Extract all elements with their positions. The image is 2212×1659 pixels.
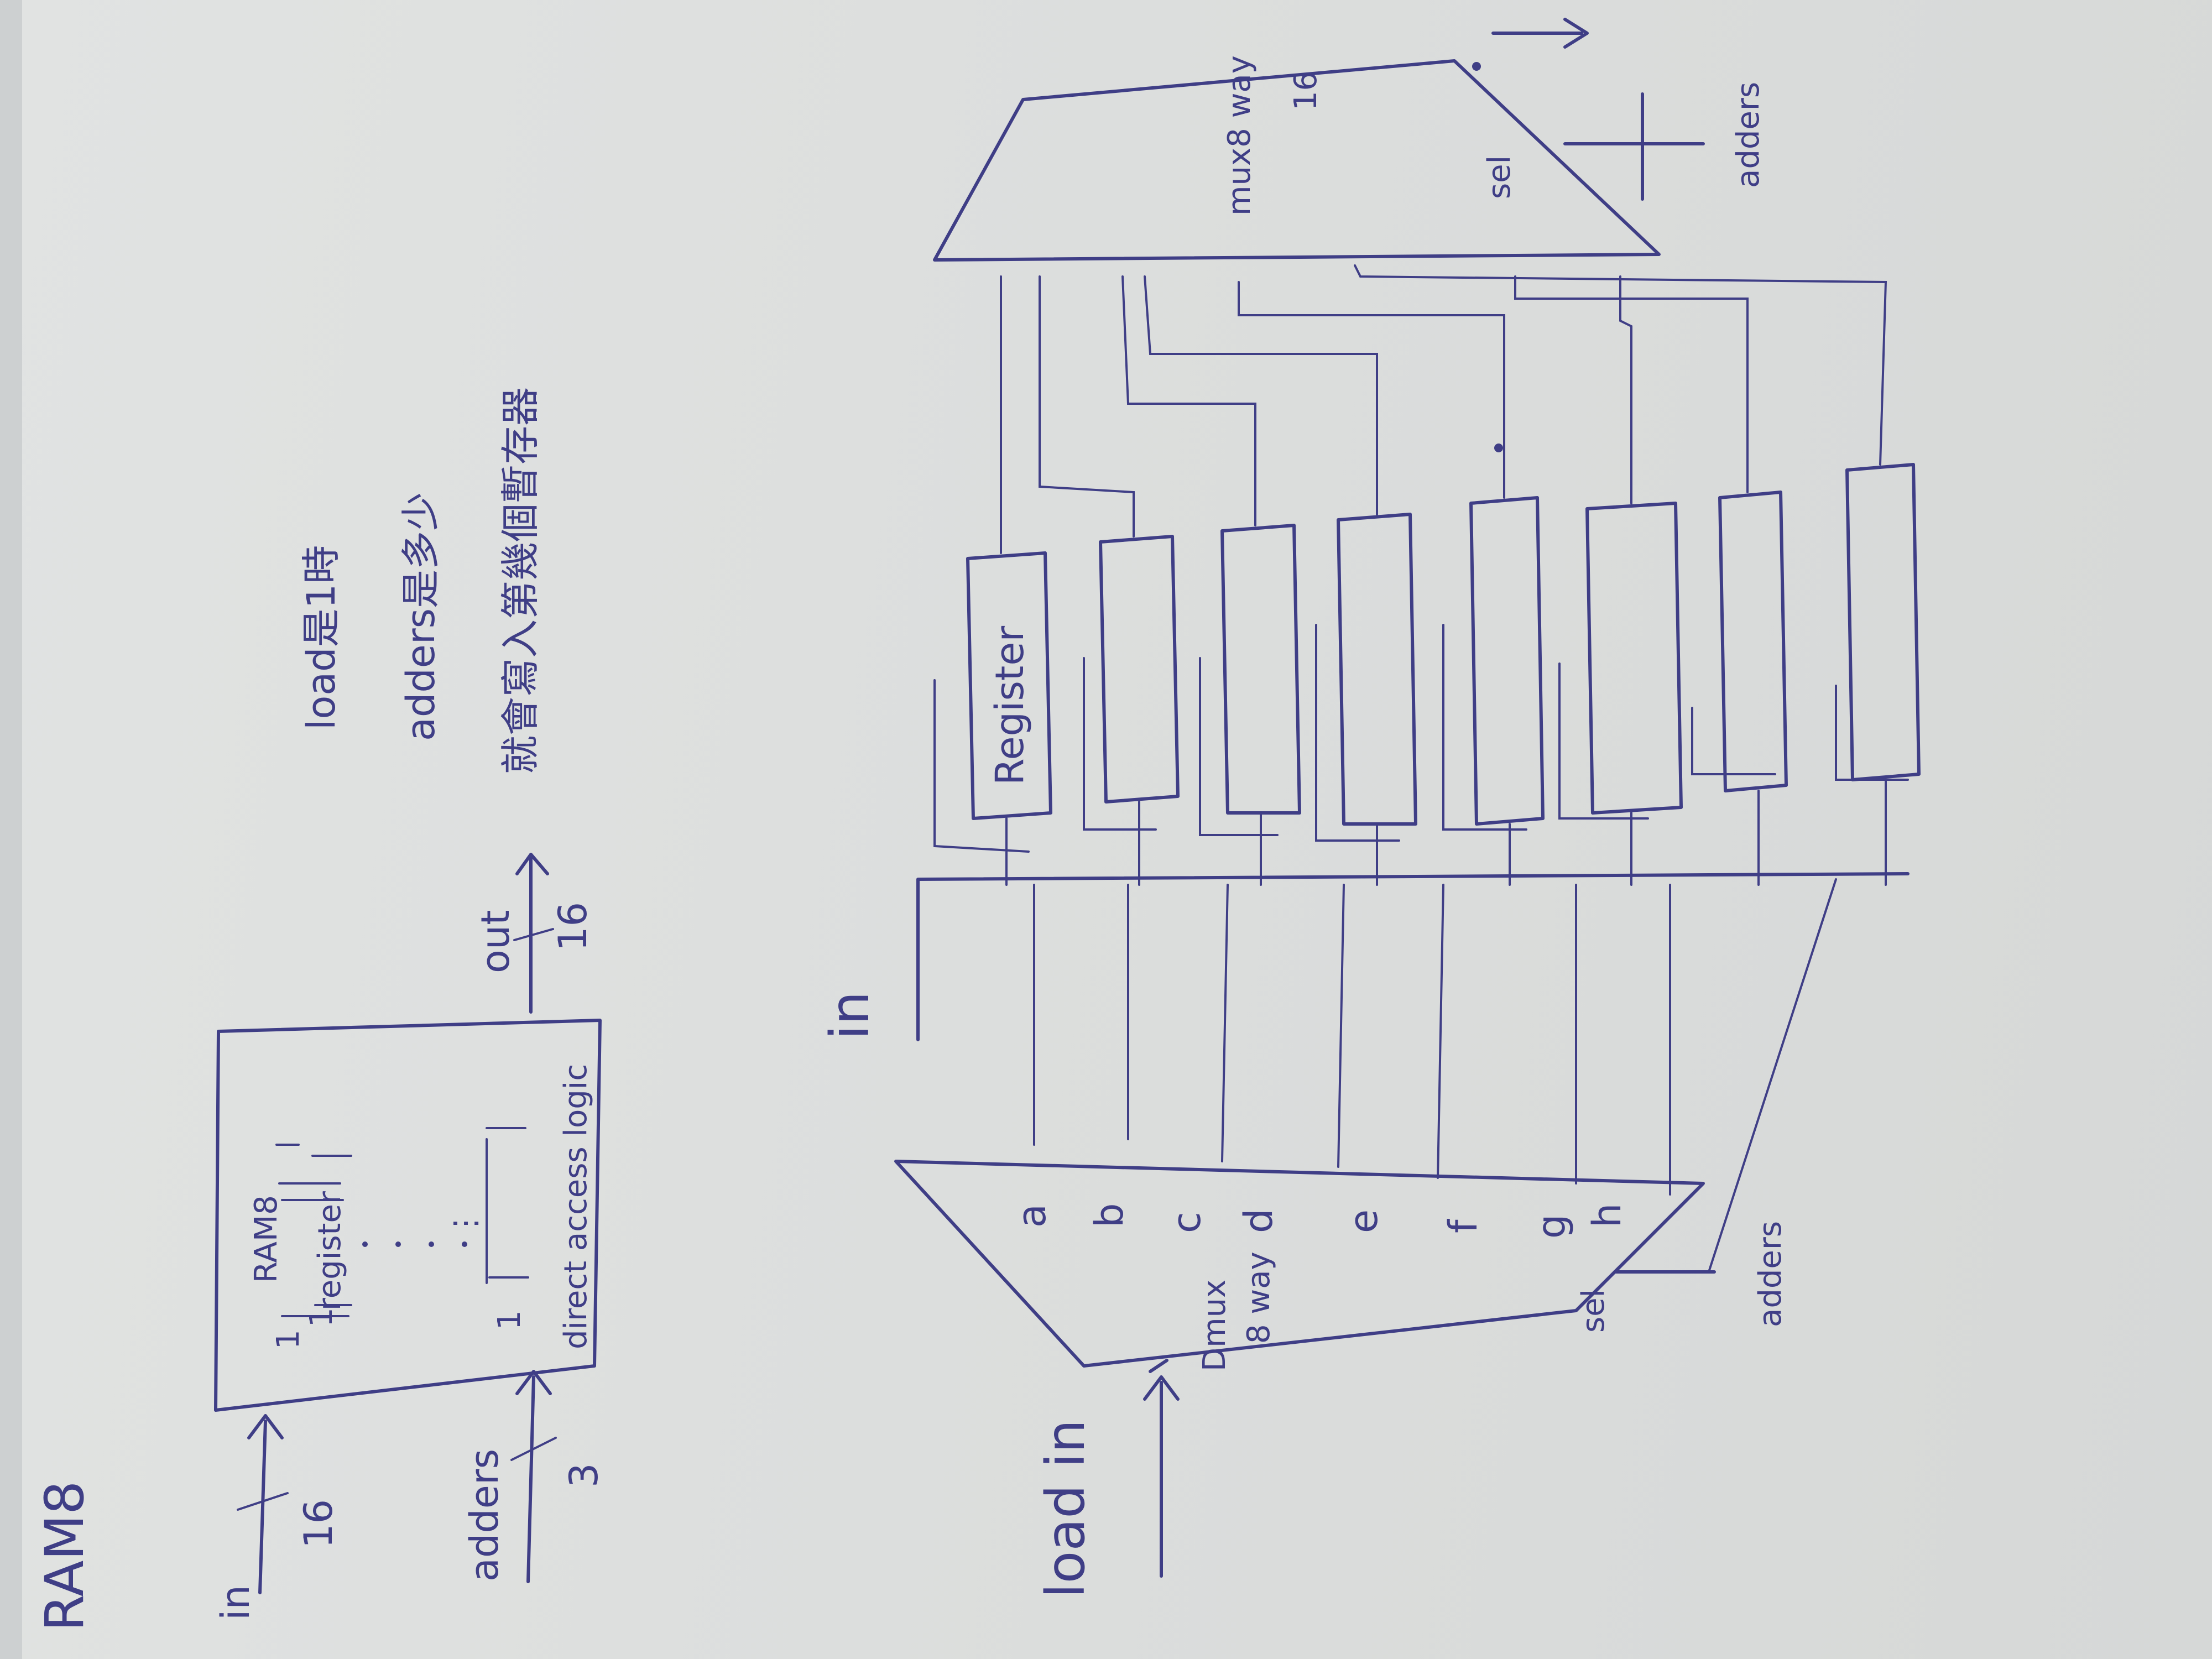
bus-label: in bbox=[819, 991, 881, 1040]
dmux-sel-input-label: adders bbox=[1752, 1221, 1788, 1327]
dmux-output-c: c bbox=[1164, 1212, 1209, 1234]
dmux-input-label: load in bbox=[1035, 1420, 1097, 1598]
register-e bbox=[1471, 498, 1543, 824]
adders-width-slash bbox=[512, 1438, 556, 1460]
svg-text:in: in bbox=[819, 991, 881, 1040]
svg-text:sel: sel bbox=[1481, 155, 1517, 199]
svg-text:c: c bbox=[1164, 1212, 1209, 1234]
dmux-to-register-wires bbox=[1034, 879, 1836, 1272]
svg-text:RAM8: RAM8 bbox=[34, 1481, 96, 1631]
svg-text:f: f bbox=[1441, 1219, 1486, 1233]
ram8-inner-label-register: register bbox=[312, 1191, 348, 1311]
svg-text:e: e bbox=[1341, 1209, 1386, 1233]
mux-label-line2: 16 bbox=[1288, 71, 1324, 111]
dmux-output-a: a bbox=[1009, 1204, 1055, 1228]
adders-input-label: adders bbox=[462, 1449, 507, 1582]
dot-4 bbox=[462, 1241, 467, 1247]
out-width-slash bbox=[514, 929, 553, 940]
svg-text:16: 16 bbox=[296, 1499, 341, 1548]
dmux-outline bbox=[896, 1161, 1703, 1366]
access-logic-lines bbox=[487, 1128, 528, 1283]
svg-text:in: in bbox=[213, 1585, 258, 1620]
note-line-3: 就會寫入第幾個暫存器 bbox=[498, 387, 543, 774]
svg-text:Dmux: Dmux bbox=[1197, 1280, 1233, 1371]
register-input-wires bbox=[935, 625, 1908, 885]
svg-text:mux8 way: mux8 way bbox=[1222, 55, 1258, 216]
mux-label-line1: mux8 way bbox=[1222, 55, 1258, 216]
ram8-inner-label-access: direct access logic bbox=[558, 1064, 594, 1349]
register-g bbox=[1720, 492, 1786, 791]
svg-text:8 way: 8 way bbox=[1241, 1251, 1277, 1344]
svg-text:3: 3 bbox=[561, 1463, 607, 1488]
in-input-label: in bbox=[213, 1585, 258, 1620]
svg-text:1: 1 bbox=[492, 1310, 528, 1330]
svg-text:g: g bbox=[1529, 1214, 1574, 1239]
svg-text:a: a bbox=[1009, 1204, 1055, 1228]
dot-3 bbox=[429, 1241, 434, 1247]
mux-sel-input-label: adders bbox=[1730, 82, 1766, 188]
adders-input-arrow bbox=[517, 1371, 550, 1582]
ram8-inner-label-1: 1 bbox=[270, 1329, 306, 1349]
in-width-label: 16 bbox=[296, 1499, 341, 1548]
svg-text:load是1時: load是1時 bbox=[299, 545, 344, 730]
svg-text:out: out bbox=[473, 910, 518, 973]
svg-text:adders: adders bbox=[1752, 1221, 1788, 1327]
svg-text:h: h bbox=[1584, 1203, 1630, 1228]
out-output-arrow bbox=[517, 854, 547, 1012]
svg-text:adders: adders bbox=[1730, 82, 1766, 188]
junction-dot bbox=[1494, 444, 1503, 452]
svg-text:direct access logic: direct access logic bbox=[558, 1064, 594, 1349]
svg-text:register: register bbox=[312, 1191, 348, 1311]
svg-text:⋮: ⋮ bbox=[447, 1208, 483, 1239]
register-d bbox=[1338, 514, 1416, 824]
svg-text:16: 16 bbox=[1288, 71, 1324, 111]
dmux-output-e: e bbox=[1341, 1209, 1386, 1233]
svg-text:sel: sel bbox=[1575, 1289, 1611, 1333]
mux-sel-label: sel bbox=[1481, 155, 1517, 199]
dmux-output-f: f bbox=[1441, 1219, 1486, 1233]
mux-corner-dot bbox=[1472, 62, 1481, 71]
out-output-label: out bbox=[473, 910, 518, 973]
register-f bbox=[1587, 503, 1681, 813]
svg-text:d: d bbox=[1236, 1209, 1281, 1233]
dot-2 bbox=[395, 1241, 401, 1247]
dot-1 bbox=[362, 1241, 368, 1247]
mux-output-arrow bbox=[1493, 19, 1587, 47]
svg-text:Register: Register bbox=[987, 626, 1032, 785]
note-line-2: adders是多少 bbox=[398, 492, 444, 741]
ram8-block-title: RAM8 bbox=[248, 1195, 284, 1283]
dmux-label-line2: 8 way bbox=[1241, 1251, 1277, 1344]
dmux-input-tick bbox=[1150, 1360, 1167, 1371]
dmux-output-h: h bbox=[1584, 1203, 1630, 1228]
dmux-label-line1: Dmux bbox=[1197, 1280, 1233, 1371]
register-output-wires bbox=[1001, 265, 1886, 553]
dmux-output-g: g bbox=[1529, 1214, 1574, 1239]
dmux-load-in-arrow bbox=[1145, 1377, 1178, 1576]
ram8-inner-label-dots: ⋮ bbox=[447, 1208, 483, 1239]
svg-text:load in: load in bbox=[1035, 1420, 1097, 1598]
dmux-output-b: b bbox=[1087, 1203, 1132, 1228]
svg-text:1: 1 bbox=[270, 1329, 306, 1349]
note-line-1: load是1時 bbox=[299, 545, 344, 730]
in-bus-line bbox=[918, 874, 1908, 1040]
svg-text:b: b bbox=[1087, 1203, 1132, 1228]
adders-width-label: 3 bbox=[561, 1463, 607, 1488]
ram8-inner-label-3: 1 bbox=[492, 1310, 528, 1330]
svg-text:16: 16 bbox=[550, 902, 596, 951]
out-width-label: 16 bbox=[550, 902, 596, 951]
register-c bbox=[1222, 525, 1300, 813]
svg-text:adders是多少: adders是多少 bbox=[398, 492, 444, 741]
page-title: RAM8 bbox=[34, 1481, 96, 1631]
svg-text:就會寫入第幾個暫存器: 就會寫入第幾個暫存器 bbox=[498, 387, 543, 774]
register-label: Register bbox=[987, 626, 1032, 785]
svg-text:RAM8: RAM8 bbox=[248, 1195, 284, 1283]
register-b bbox=[1100, 536, 1178, 802]
register-h bbox=[1847, 465, 1919, 780]
dmux-output-d: d bbox=[1236, 1209, 1281, 1233]
dmux-sel-label: sel bbox=[1575, 1289, 1611, 1333]
svg-text:adders: adders bbox=[462, 1449, 507, 1582]
